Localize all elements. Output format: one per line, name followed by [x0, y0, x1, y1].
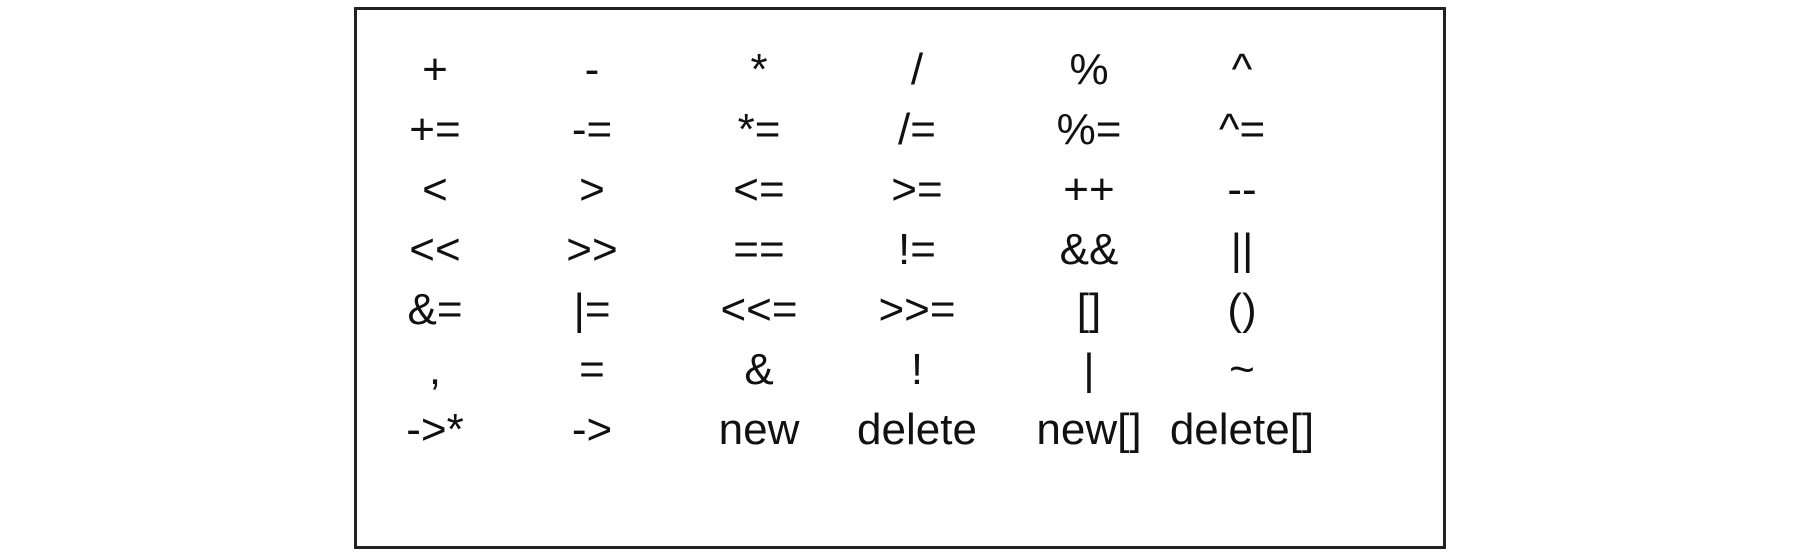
- operator-cell: &=: [407, 285, 463, 334]
- operator-cell: ++: [1063, 165, 1115, 214]
- operator-cell: =: [579, 345, 605, 394]
- operator-cell: delete: [857, 405, 977, 454]
- operator-cell: >>=: [878, 285, 956, 334]
- operator-cell: ^=: [1218, 105, 1266, 154]
- operator-cell: |=: [573, 285, 611, 334]
- operator-cell: +: [422, 45, 448, 94]
- operator-cell: ||: [1230, 225, 1254, 274]
- operator-cell: +=: [409, 105, 461, 154]
- operator-cell: ^: [1231, 45, 1253, 94]
- operator-cell: (): [1227, 285, 1257, 334]
- operator-cell: ->*: [406, 405, 464, 454]
- operator-cell: >=: [891, 165, 943, 214]
- operator-grid: +-*/%^+=-=*=/=%=^=<><=>=++--<<>>==!=&&||…: [357, 10, 1443, 546]
- operator-cell: ~: [1229, 345, 1255, 394]
- operator-cell: new[]: [1036, 405, 1142, 454]
- operator-cell: /: [910, 45, 924, 94]
- operator-cell: ->: [571, 405, 613, 454]
- operator-cell: new: [718, 405, 800, 454]
- operator-cell: []: [1076, 285, 1102, 334]
- operator-table-frame: +-*/%^+=-=*=/=%=^=<><=>=++--<<>>==!=&&||…: [354, 7, 1446, 549]
- operator-cell: -=: [571, 105, 613, 154]
- operator-cell: >>: [566, 225, 618, 274]
- operator-cell: <<=: [720, 285, 798, 334]
- operator-cell: --: [1227, 165, 1257, 214]
- operator-cell: %=: [1056, 105, 1122, 154]
- operator-cell: *: [750, 45, 768, 94]
- operator-cell: <<: [409, 225, 461, 274]
- operator-cell: &&: [1059, 225, 1119, 274]
- operator-cell: /=: [898, 105, 936, 154]
- operator-cell: %: [1069, 45, 1109, 94]
- operator-cell: -: [584, 45, 600, 94]
- operator-cell: ==: [733, 225, 785, 274]
- operator-cell: delete[]: [1169, 405, 1315, 454]
- operator-cell: ,: [428, 345, 442, 394]
- operator-cell: !=: [898, 225, 936, 274]
- operator-cell: &: [744, 345, 774, 394]
- operator-cell: <: [422, 165, 448, 214]
- operator-cell: <=: [733, 165, 785, 214]
- operator-cell: !: [910, 345, 924, 394]
- operator-cell: >: [579, 165, 605, 214]
- operator-cell: |: [1083, 345, 1095, 394]
- operator-cell: *=: [737, 105, 781, 154]
